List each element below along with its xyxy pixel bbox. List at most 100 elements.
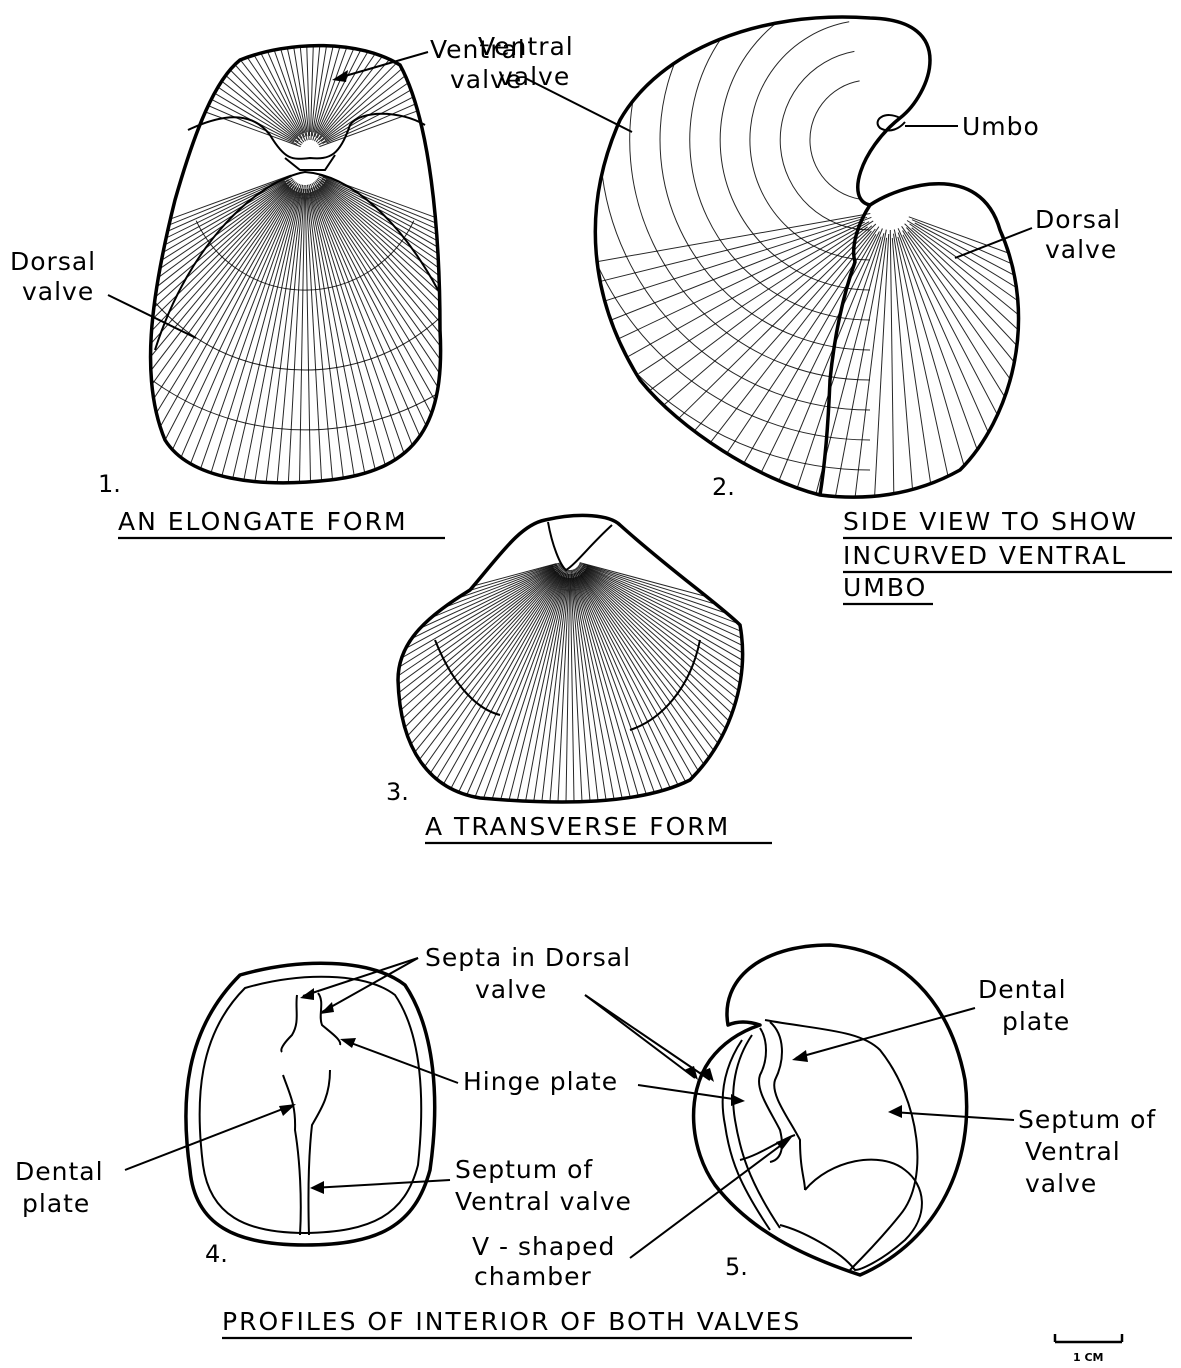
fig2-dorsal-label-line1: Dorsal: [1035, 205, 1121, 234]
fig1-ventral-striation: [229, 12, 301, 134]
fig2-dorsal-striation: [740, 234, 876, 470]
fig2-dorsal-striation: [604, 217, 867, 301]
fig1-striation: [251, 185, 303, 506]
fig5-septum-leader: [892, 1112, 1014, 1120]
fig4-dental-label-line1: Dental: [15, 1157, 104, 1186]
fig4-dental-plate: [283, 1075, 301, 1235]
fig2-dorsal-striation: [894, 230, 954, 504]
fig2-dorsal-striation: [903, 231, 1047, 466]
fig2-growth-line: [540, 0, 870, 470]
fig2-dorsal-striation: [758, 232, 880, 480]
fig1-striation: [299, 193, 305, 510]
fig1-striation: [315, 186, 483, 460]
fig1-striation: [320, 187, 530, 424]
fig3-striation: [465, 573, 564, 798]
fig5-dental-plate: [770, 1022, 805, 1190]
fig2-dorsal-leader: [955, 228, 1032, 258]
fig1-ventral-striation: [321, 52, 436, 142]
fig3-striation: [359, 571, 555, 713]
fig2-umbo-label-text: Umbo: [962, 112, 1040, 141]
fig2-dorsal-striation: [707, 229, 876, 447]
fig2-number: 2.: [712, 473, 735, 501]
fig2-dorsal-striation: [892, 238, 914, 509]
fig4-septa-left: [281, 995, 297, 1052]
fig1-striation: [315, 182, 522, 433]
fig5-hinge-leader: [638, 1085, 740, 1100]
fig1-striation: [239, 189, 301, 504]
fig1-striation: [317, 179, 572, 380]
fig1-striation: [98, 188, 291, 439]
fig4-septa-arrowhead-1: [300, 988, 314, 1000]
fig2-dorsal-striation: [915, 223, 1156, 349]
fig1-striation: [325, 182, 599, 341]
fig5-septa-dorsal: [733, 1035, 780, 1228]
fig4-septum: [308, 1070, 330, 1235]
fig1-striation: [182, 184, 300, 487]
figure-2-side-view: Ventral valve Umbo Dorsal valve 2. SIDE …: [478, 0, 1172, 604]
fig2-dorsal-striation: [912, 220, 1164, 332]
fig1-dorsal-label: Dorsal valve: [10, 247, 196, 338]
fig1-ventral-striation: [238, 7, 306, 141]
fig1-ventral-striation: [168, 77, 294, 142]
fig1-striation: [309, 185, 394, 499]
fig4-septum-leader: [312, 1180, 450, 1188]
fig5-septum-label-line3: valve: [1025, 1169, 1097, 1198]
fig2-dorsal-striation: [676, 224, 875, 421]
fig1-dorsal-label-line1: Dorsal: [10, 247, 96, 276]
fig4-hinge-label: Hinge plate: [340, 1038, 618, 1096]
fig2-dorsal-label: Dorsal valve: [955, 205, 1121, 264]
figure-5-interior-profile: Dental plate Septum of Ventral valve V -…: [472, 945, 1156, 1291]
fig4-hinge-leader: [343, 1040, 458, 1083]
fig1-ventral-striation: [325, 60, 442, 140]
fig2-dorsal-striation: [776, 229, 882, 488]
fig4-number: 4.: [205, 1240, 228, 1268]
fig2-growth-line: [810, 81, 870, 200]
fig5-dental-leader: [796, 1008, 975, 1058]
fig2-umbo-label: Umbo: [905, 112, 1040, 141]
fig4-hinge-label-text: Hinge plate: [463, 1067, 618, 1096]
fig1-ventral-striation: [312, 0, 335, 136]
fig2-dorsal-striation: [595, 214, 871, 263]
fig5-hinge-leader-group: [638, 1085, 745, 1106]
fig3-striation: [574, 573, 642, 809]
fig5-vshaped-label-line2: chamber: [474, 1262, 592, 1291]
fig3-striation: [420, 572, 562, 773]
fig2-dorsal-striation: [628, 222, 869, 357]
fig4-outer-wall: [186, 963, 435, 1245]
fig3-number: 3.: [386, 778, 409, 806]
fig5-vshaped-leader: [630, 1140, 788, 1258]
fig1-striation: [159, 191, 295, 477]
fig2-caption-line3: UMBO: [843, 573, 927, 602]
fig5-hinge-arrowhead: [731, 1094, 745, 1106]
fig4-septum-arrowhead: [310, 1181, 324, 1194]
fig1-striation: [314, 191, 440, 482]
fig5-septum-label-line1: Septum of: [1018, 1105, 1156, 1134]
fig3-striation: [407, 568, 564, 763]
fig5-number: 5.: [725, 1253, 748, 1281]
fig1-striation: [326, 179, 616, 308]
fig1-ventral-striation: [305, 0, 310, 136]
fig2-dorsal-striation: [874, 234, 889, 510]
fig4-septum-label: Septum of Ventral valve: [310, 1155, 632, 1216]
fig4-dental-leader: [125, 1105, 293, 1170]
fig2-ventral-label: Ventral valve: [478, 32, 632, 132]
bottom-caption: PROFILES OF INTERIOR OF BOTH VALVES: [222, 1307, 801, 1336]
fig2-dorsal-striation: [795, 237, 881, 495]
fig1-striation: [79, 184, 292, 424]
fig2-dorsal-striation: [898, 237, 974, 498]
fig1-striation: [216, 185, 301, 499]
scale-bar: 1 CM: [1055, 1334, 1122, 1364]
fig2-ventral-label-line2: valve: [498, 62, 570, 91]
fig2-dorsal-striation: [890, 230, 894, 510]
fig1-striation: [321, 181, 587, 361]
figure-4-interior-profile: Septa in Dorsal valve Hinge plate Dental…: [15, 943, 632, 1268]
fig3-striation: [324, 566, 553, 644]
fig2-dorsal-striation: [599, 217, 863, 282]
fig1-dorsal-label-line2: valve: [22, 277, 94, 306]
fig1-striation: [312, 192, 406, 495]
fig2-ventral-label-line1: Ventral: [478, 32, 574, 61]
fig1-ventral-striation: [197, 37, 300, 141]
fig1-ventral-striation: [173, 68, 302, 145]
fig1-striation: [117, 183, 296, 454]
